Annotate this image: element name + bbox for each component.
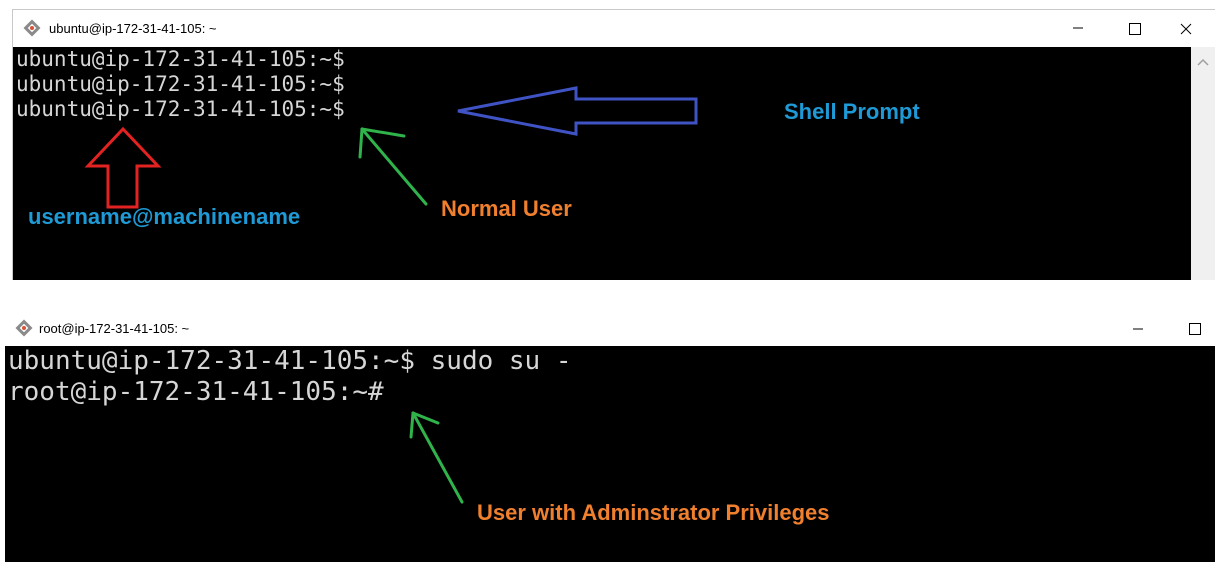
terminal-line: ubuntu@ip-172-31-41-105:~$ [16, 97, 345, 121]
vertical-scrollbar[interactable] [1191, 47, 1215, 280]
terminal-line: ubuntu@ip-172-31-41-105:~$ sudo su - [8, 346, 572, 376]
close-button[interactable] [1163, 10, 1209, 46]
minimize-button[interactable] [1115, 312, 1161, 348]
terminal-output[interactable]: ubuntu@ip-172-31-41-105:~$ ubuntu@ip-172… [13, 47, 1191, 280]
maximize-button[interactable] [1111, 10, 1157, 46]
window-title: ubuntu@ip-172-31-41-105: ~ [49, 21, 217, 36]
label-username-machinename: username@machinename [28, 204, 301, 229]
git-bash-icon [23, 19, 41, 42]
git-bash-icon [15, 319, 33, 342]
minimize-icon [1133, 328, 1143, 330]
maximize-icon [1189, 323, 1201, 335]
terminal-window-root: root@ip-172-31-41-105: ~ ubuntu@ip-172-3… [5, 312, 1215, 562]
label-normal-user: Normal User [441, 196, 572, 221]
minimize-button[interactable] [1055, 10, 1101, 46]
terminal-line: root@ip-172-31-41-105:~# [8, 377, 384, 407]
label-shell-prompt: Shell Prompt [784, 99, 920, 124]
minimize-icon [1073, 27, 1083, 29]
terminal-line: ubuntu@ip-172-31-41-105:~$ [16, 72, 345, 96]
maximize-icon [1129, 23, 1141, 35]
terminal-window-ubuntu: ubuntu@ip-172-31-41-105: ~ ubuntu@ip-172… [12, 9, 1215, 280]
window-title: root@ip-172-31-41-105: ~ [39, 321, 190, 336]
title-bar[interactable]: ubuntu@ip-172-31-41-105: ~ [13, 10, 1215, 46]
label-admin-user: User with Adminstrator Privileges [477, 500, 830, 525]
close-icon [1180, 23, 1192, 35]
terminal-output[interactable]: ubuntu@ip-172-31-41-105:~$ sudo su - roo… [5, 346, 1215, 562]
scroll-up-icon[interactable] [1197, 53, 1209, 71]
maximize-button[interactable] [1171, 312, 1217, 348]
title-bar[interactable]: root@ip-172-31-41-105: ~ [5, 312, 1215, 348]
terminal-line: ubuntu@ip-172-31-41-105:~$ [16, 47, 345, 71]
